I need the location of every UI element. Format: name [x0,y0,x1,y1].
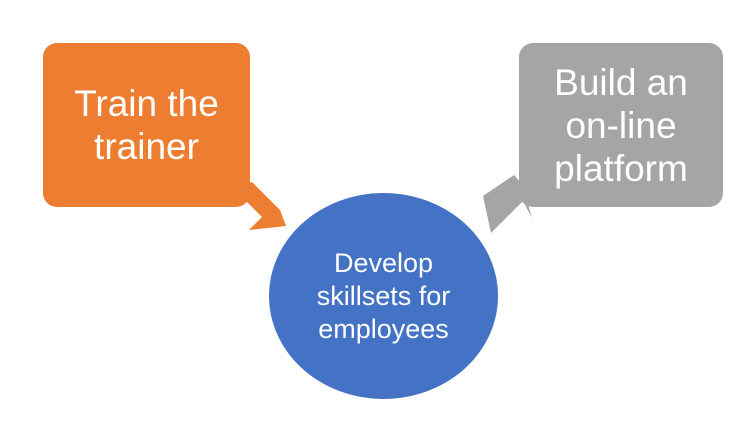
develop-skillsets-label: Develop skillsets for employees [316,247,451,344]
develop-skillsets-circle: Develop skillsets for employees [269,193,498,399]
train-the-trainer-label: Train the trainer [74,83,219,167]
build-online-platform-label: Build an on-line platform [554,61,688,189]
build-online-platform-box: Build an on-line platform [519,43,723,207]
train-the-trainer-box: Train the trainer [43,43,250,207]
